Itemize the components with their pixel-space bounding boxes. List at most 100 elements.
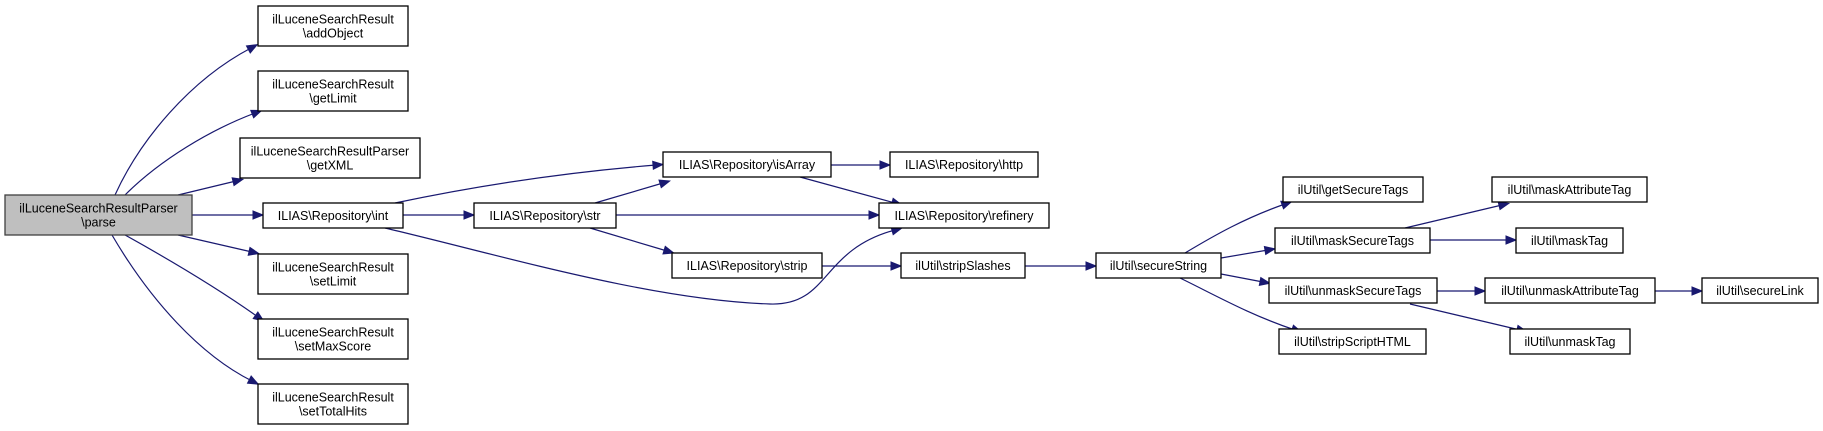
node-label: ilUtil\secureString <box>1110 259 1207 273</box>
node-box[interactable] <box>1509 328 1631 355</box>
node-label: ilUtil\stripScriptHTML <box>1294 335 1411 349</box>
edge-line <box>111 234 253 382</box>
node-box[interactable] <box>1095 252 1222 279</box>
arrowhead-icon <box>890 261 903 271</box>
arrowhead-icon <box>245 44 259 54</box>
node-label: ILIAS\Repository\int <box>278 209 389 223</box>
node-box[interactable] <box>257 5 409 47</box>
edge-unmaskAttributeTag-to-secureLink <box>1655 286 1704 296</box>
node-isArray[interactable]: ILIAS\Repository\isArray <box>662 151 832 178</box>
edge-secureString-to-maskSecureTags <box>1220 245 1277 259</box>
node-box[interactable] <box>889 151 1039 178</box>
node-box[interactable] <box>262 202 404 229</box>
node-label: ilLuceneSearchResult <box>272 13 394 27</box>
node-setTotalHits[interactable]: ilLuceneSearchResult\setTotalHits <box>257 383 409 425</box>
node-maskAttributeTag[interactable]: ilUtil\maskAttributeTag <box>1491 176 1648 203</box>
node-strip[interactable]: ILIAS\Repository\strip <box>671 252 823 279</box>
node-setMaxScore[interactable]: ilLuceneSearchResult\setMaxScore <box>257 318 409 360</box>
node-box[interactable] <box>257 253 409 295</box>
node-label: \setTotalHits <box>299 405 367 419</box>
node-int[interactable]: ILIAS\Repository\int <box>262 202 404 229</box>
arrowhead-icon <box>246 375 260 385</box>
edge-line <box>1404 204 1503 229</box>
node-label: ILIAS\Repository\str <box>489 209 600 223</box>
node-label: \getLimit <box>309 92 357 106</box>
node-addObject[interactable]: ilLuceneSearchResult\addObject <box>257 5 409 47</box>
edge-line <box>589 227 668 252</box>
arrowhead-icon <box>1691 286 1704 296</box>
edge-line <box>1220 249 1269 259</box>
node-label: ILIAS\Repository\refinery <box>895 209 1035 223</box>
edge-line <box>394 164 657 204</box>
edge-line <box>124 112 256 196</box>
node-getXML[interactable]: ilLuceneSearchResultParser\getXML <box>239 137 421 179</box>
node-str[interactable]: ILIAS\Repository\str <box>473 202 617 229</box>
node-box[interactable] <box>257 383 409 425</box>
edge-parse-to-addObject <box>114 44 259 196</box>
node-unmaskSecureTags[interactable]: ilUtil\unmaskSecureTags <box>1268 277 1438 304</box>
arrowhead-icon <box>652 160 665 171</box>
arrowhead-icon <box>662 245 675 255</box>
node-unmaskAttributeTag[interactable]: ilUtil\unmaskAttributeTag <box>1484 277 1656 304</box>
arrowhead-icon <box>1505 235 1518 245</box>
node-label: ilLuceneSearchResult <box>272 261 394 275</box>
node-label: ILIAS\Repository\strip <box>687 259 808 273</box>
arrowhead-icon <box>1497 201 1511 211</box>
node-box[interactable] <box>1491 176 1648 203</box>
node-box[interactable] <box>1282 176 1424 203</box>
node-box[interactable] <box>1268 277 1438 304</box>
edge-isArray-to-http <box>831 160 892 170</box>
arrowhead-icon <box>879 160 892 170</box>
node-box[interactable] <box>257 318 409 360</box>
node-box[interactable] <box>671 252 823 279</box>
node-getLimit[interactable]: ilLuceneSearchResult\getLimit <box>257 70 409 112</box>
node-secureString[interactable]: ilUtil\secureString <box>1095 252 1222 279</box>
arrowhead-icon <box>247 246 261 256</box>
node-getSecureTags[interactable]: ilUtil\getSecureTags <box>1282 176 1424 203</box>
node-box[interactable] <box>473 202 617 229</box>
node-box[interactable] <box>1701 277 1819 304</box>
arrowhead-icon <box>658 179 672 189</box>
edge-isArray-to-refinery <box>799 176 904 207</box>
node-unmaskTag[interactable]: ilUtil\unmaskTag <box>1509 328 1631 355</box>
edge-parse-to-getXML <box>177 177 245 196</box>
node-maskTag[interactable]: ilUtil\maskTag <box>1515 227 1624 254</box>
node-box[interactable] <box>1484 277 1656 304</box>
node-box[interactable] <box>900 252 1026 279</box>
edge-str-to-isArray <box>594 179 672 204</box>
node-label: ilLuceneSearchResult <box>272 78 394 92</box>
node-box[interactable] <box>257 70 409 112</box>
node-box[interactable] <box>239 137 421 179</box>
arrowhead-icon <box>1263 245 1277 256</box>
node-label: ilUtil\unmaskSecureTags <box>1285 284 1422 298</box>
node-label: ilUtil\secureLink <box>1716 284 1804 298</box>
arrowhead-icon <box>463 210 476 220</box>
node-stripScriptHTML[interactable]: ilUtil\stripScriptHTML <box>1278 328 1427 355</box>
node-secureLink[interactable]: ilUtil\secureLink <box>1701 277 1819 304</box>
arrowhead-icon <box>252 210 265 220</box>
node-label: ilLuceneSearchResult <box>272 326 394 340</box>
node-http[interactable]: ILIAS\Repository\http <box>889 151 1039 178</box>
node-box[interactable] <box>1515 227 1624 254</box>
node-label: ilUtil\maskTag <box>1531 234 1608 248</box>
edge-strip-to-stripSlashes <box>822 261 903 271</box>
node-label: ILIAS\Repository\isArray <box>679 158 816 172</box>
node-setLimit[interactable]: ilLuceneSearchResult\setLimit <box>257 253 409 295</box>
node-stripSlashes[interactable]: ilUtil\stripSlashes <box>900 252 1026 279</box>
node-label: ilUtil\getSecureTags <box>1298 183 1408 197</box>
node-box[interactable] <box>1278 328 1427 355</box>
edge-parse-to-int <box>192 210 265 220</box>
node-refinery[interactable]: ILIAS\Repository\refinery <box>878 202 1050 229</box>
node-box[interactable] <box>878 202 1050 229</box>
edge-line <box>124 234 259 318</box>
node-label: ilUtil\stripSlashes <box>915 259 1010 273</box>
node-label: \parse <box>81 216 116 230</box>
node-box[interactable] <box>1274 227 1431 254</box>
node-maskSecureTags[interactable]: ilUtil\maskSecureTags <box>1274 227 1431 254</box>
edge-line <box>114 47 252 196</box>
edge-line <box>384 227 896 305</box>
node-label: ilLuceneSearchResultParser <box>19 202 177 216</box>
edge-line <box>177 234 253 253</box>
node-box[interactable] <box>662 151 832 178</box>
